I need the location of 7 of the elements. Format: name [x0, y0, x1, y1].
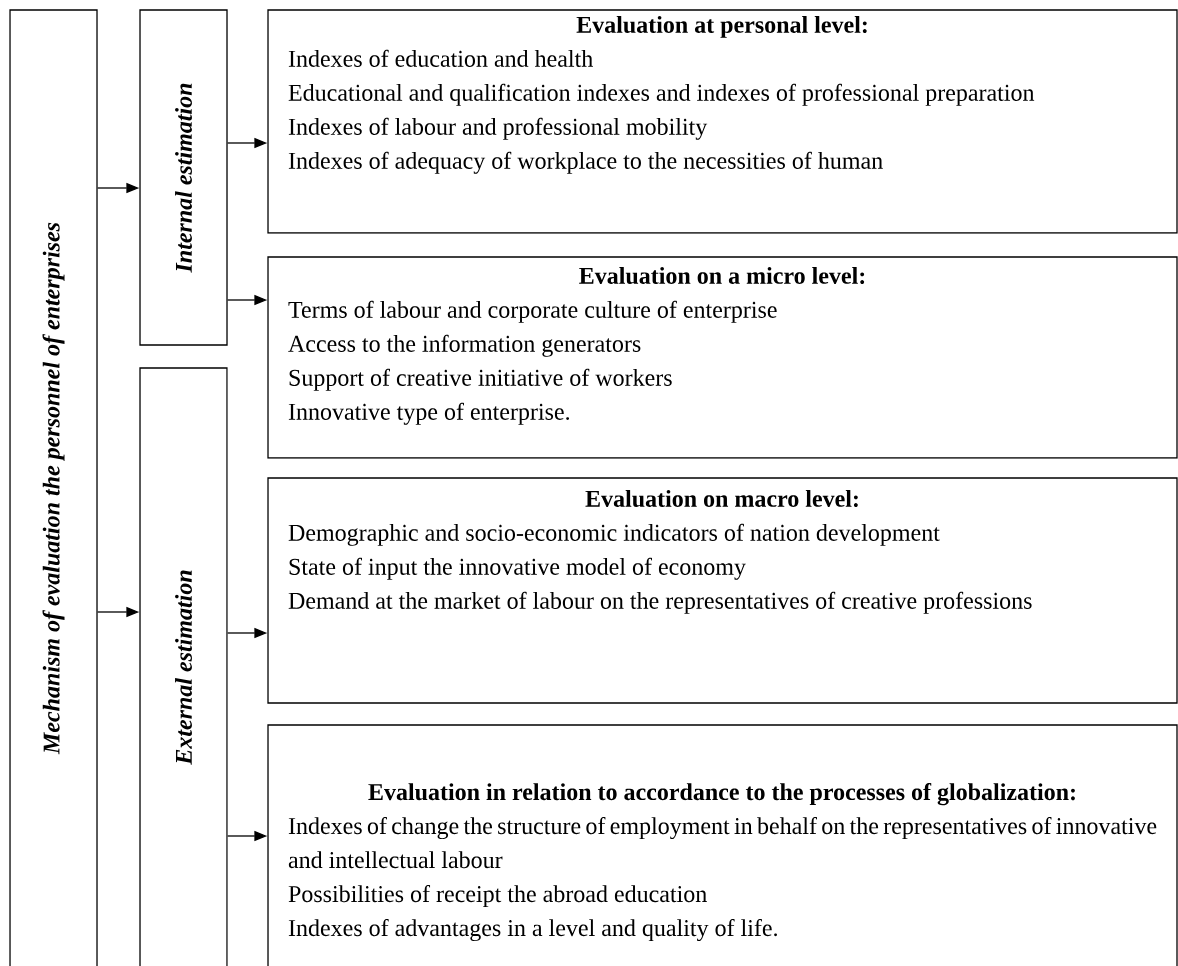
evaluation-box: Evaluation at personal level: Indexes of education and health Educational and qualification indexes and indexes of professional preparation Indexes of labour and professional mobility Indexes of adequacy of workplace to the necessities of human: [267, 9, 1178, 234]
category-box: Internal estimation: [139, 9, 228, 346]
evaluation-box: Evaluation on a micro level: Terms of labour and corporate culture of enterprise Access to the information generators Support of creative initiative of workers Innovative type of enterprise.: [267, 256, 1178, 459]
category-box: External estimation: [139, 367, 228, 966]
category-box: Mechanism of evaluation the personnel of enterprises: [9, 9, 98, 966]
evaluation-box: Evaluation in relation to accordance to the processes of globalization: Indexes of change the structure of employment in behalf on the representatives of innovative and intellectual labour Possibilities of receipt the abroad education Indexes of advantages in a level and quality of life.: [267, 724, 1178, 966]
evaluation-box: Evaluation on macro level: Demographic and socio-economic indicators of nation development State of input the innovative model of economy Demand at the market of labour on the representatives of creative professions: [267, 477, 1178, 704]
